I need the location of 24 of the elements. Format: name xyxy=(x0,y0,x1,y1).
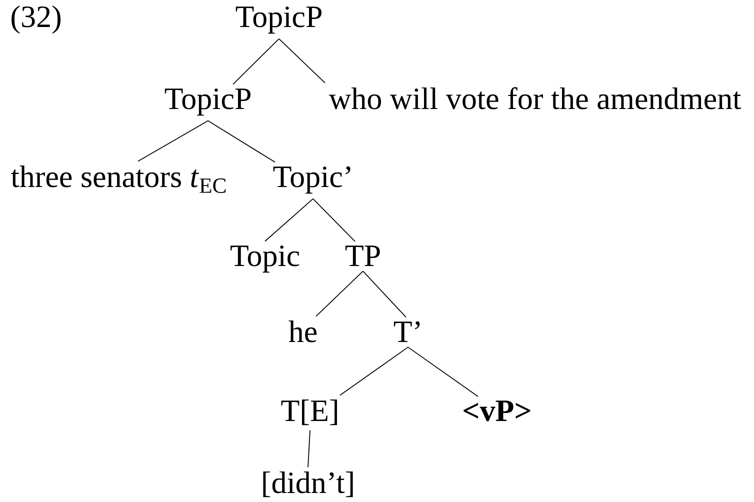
tree-branch xyxy=(312,198,356,242)
tree-branch xyxy=(316,270,364,317)
tree-branch xyxy=(208,120,276,163)
tree-branch xyxy=(232,38,280,85)
tree-label: he xyxy=(288,320,317,342)
tree-branch xyxy=(362,270,406,318)
tree-label: TopicP xyxy=(164,88,250,116)
tree-branch xyxy=(408,346,478,397)
tree-label: [didn’t] xyxy=(263,471,353,498)
tree-branch xyxy=(138,120,208,162)
example-number: (32) xyxy=(12,5,60,34)
tree-branch xyxy=(340,346,408,396)
tree-branch xyxy=(264,198,314,242)
tree-label: TP xyxy=(345,246,380,266)
tree-label: T’ xyxy=(394,321,420,342)
tree-label: three senators t$_{EC}$ xyxy=(11,165,226,193)
tree-label: <vP> xyxy=(464,400,530,422)
tree-branch xyxy=(278,38,326,84)
tree-branch xyxy=(308,430,310,468)
tree-label: T[E] xyxy=(281,399,337,426)
tree-label: TopicP xyxy=(236,6,322,34)
tree-label: Topic’ xyxy=(273,166,350,194)
tree-label: who will vote for the amendment xyxy=(328,87,742,110)
tree-label: Topic xyxy=(230,245,300,273)
